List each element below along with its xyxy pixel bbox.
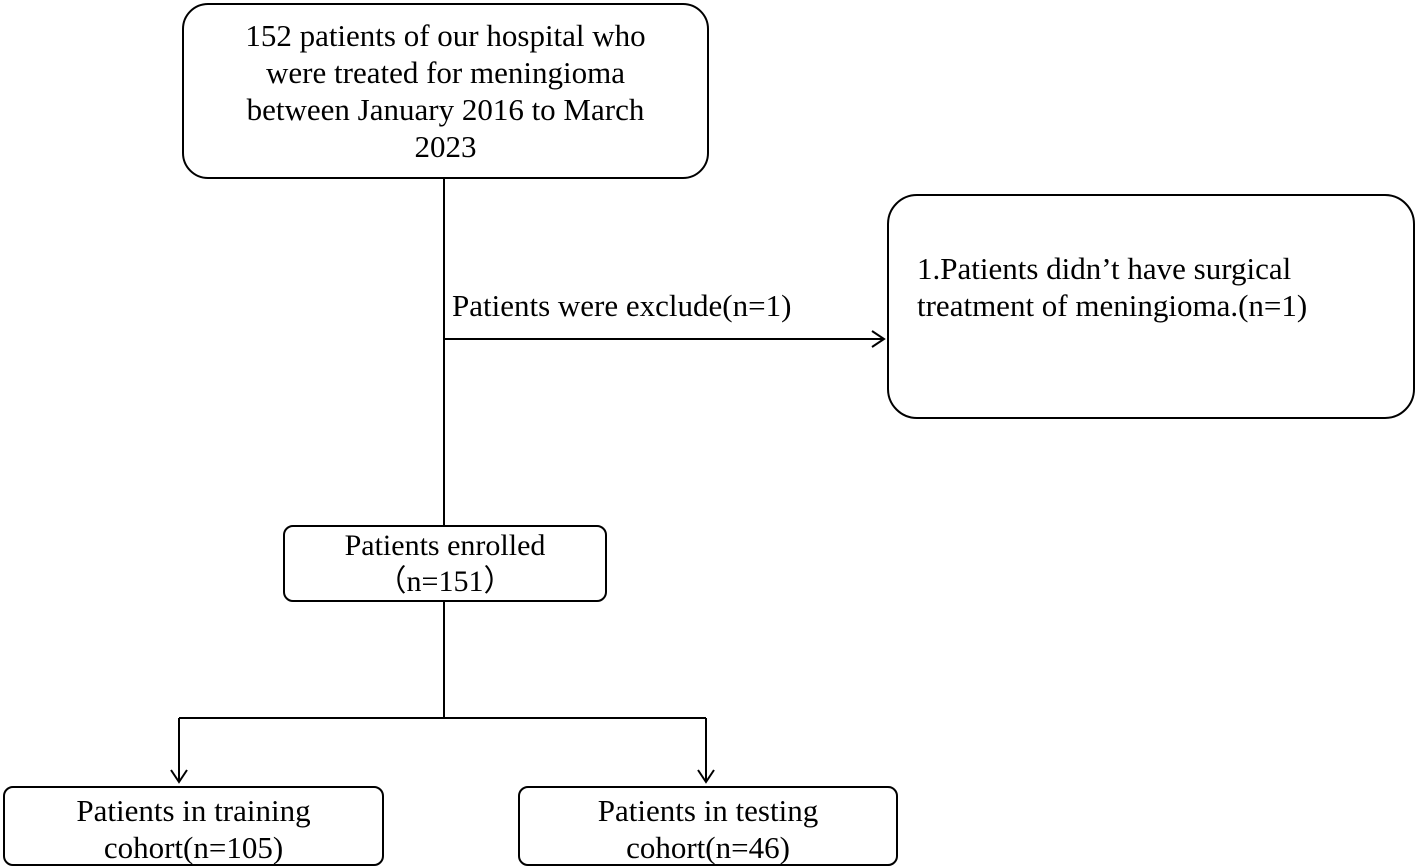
start-line-3: between January 2016 to March (246, 92, 645, 127)
start-line-1: 152 patients of our hospital who (245, 17, 646, 53)
training-line-1: Patients in training (76, 793, 311, 828)
training-cohort-box: Patients in training cohort(n=105) (3, 786, 384, 866)
training-line-2: cohort(n=105) (103, 830, 284, 866)
start-line-2: were treated for meningioma (266, 54, 625, 90)
testing-arrowhead (697, 769, 715, 784)
testing-line-1: Patients in testing (597, 793, 819, 828)
enrolled-box: Patients enrolled （n=151） (283, 525, 607, 602)
exclusion-line-1: 1.Patients didn’t have surgical (917, 251, 1292, 286)
exclusion-edge-label: Patients were exclude(n=1) (452, 288, 792, 323)
enrolled-line-2: （n=151） (376, 564, 514, 598)
exclusion-line-2: treatment of meningioma.(n=1) (917, 288, 1308, 324)
testing-cohort-box: Patients in testing cohort(n=46) (518, 786, 898, 866)
start-patients-box: 152 patients of our hospital who were tr… (182, 3, 709, 179)
training-arrowhead (170, 769, 188, 784)
testing-line-2: cohort(n=46) (626, 830, 790, 866)
exclusion-criteria-box: 1.Patients didn’t have surgical treatmen… (887, 194, 1415, 419)
start-line-4: 2023 (414, 129, 477, 165)
exclusion-arrowhead (871, 330, 886, 348)
enrolled-line-1: Patients enrolled (344, 528, 546, 562)
